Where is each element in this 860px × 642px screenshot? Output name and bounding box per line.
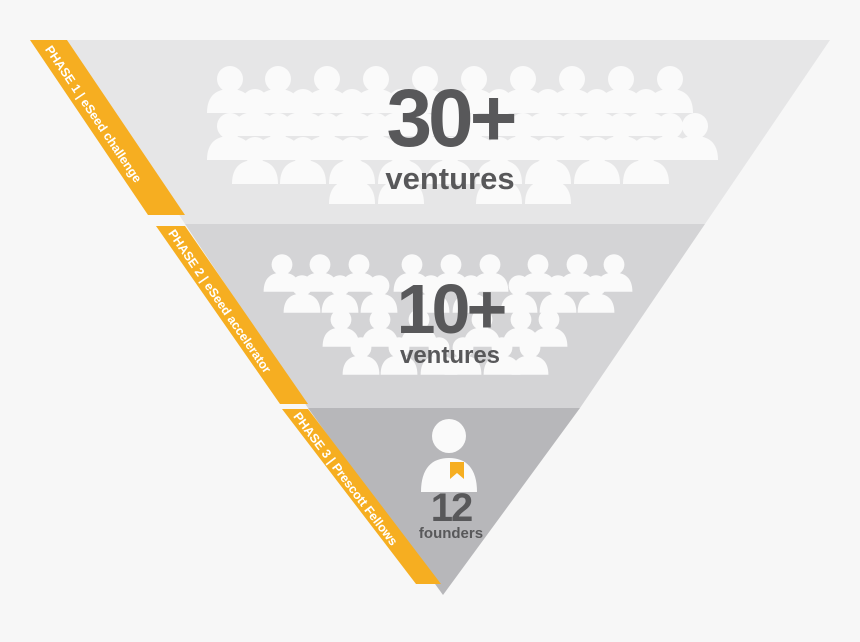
phase-2-count: 10+ (397, 270, 506, 348)
phase-3-count: 12 (431, 486, 472, 530)
phase-1-band (30, 40, 185, 215)
phase-2-unit: ventures (400, 342, 500, 369)
phase-1-count: 30+ (386, 73, 514, 164)
phase-3-band (282, 409, 441, 584)
phase-3-unit: founders (419, 525, 483, 542)
phase-3-tier (308, 408, 580, 595)
bookmark-icon (450, 462, 464, 479)
phase-1-unit: ventures (385, 161, 514, 196)
phase-2-band (156, 226, 308, 404)
fellow-person-icon (421, 419, 477, 492)
